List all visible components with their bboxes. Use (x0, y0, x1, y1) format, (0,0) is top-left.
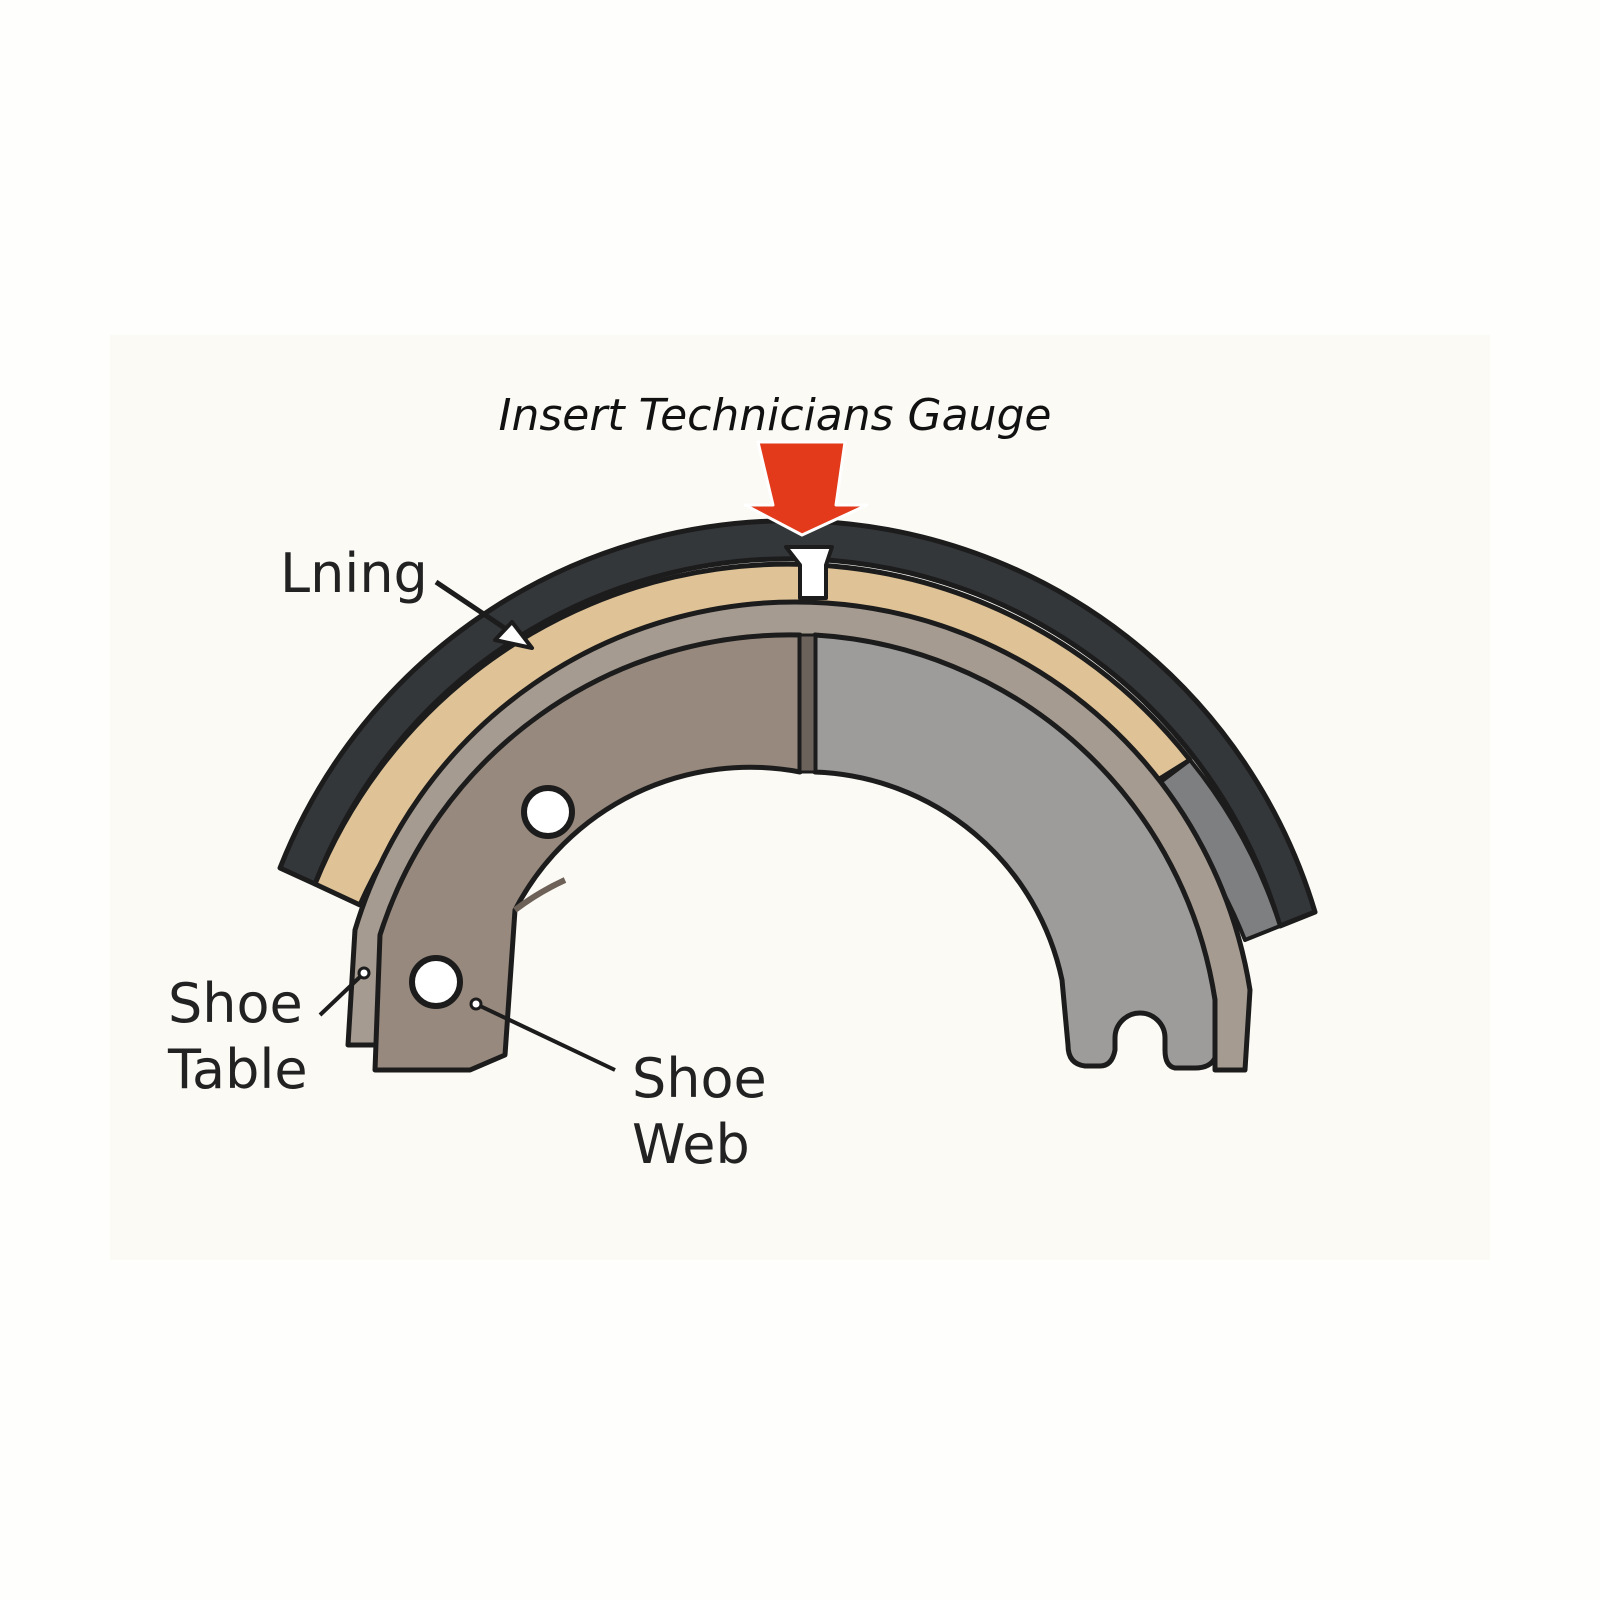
wear-inspection-slot (784, 545, 834, 600)
shoe-web-leader-dot (469, 997, 483, 1011)
gauge-arrow-icon (743, 440, 869, 537)
web-center-seam (798, 633, 817, 774)
upper-mounting-hole (521, 785, 575, 839)
shoe-table-leader-dot (357, 966, 371, 980)
shoe-web-leader-line (477, 1003, 616, 1072)
shoe-table-label-line2: Table (167, 1038, 308, 1101)
diagram-title: Insert Technicians Gauge (498, 390, 1051, 441)
shoe-web-left (372, 632, 803, 1073)
lining-leader-line (434, 579, 514, 636)
shoe-table-label-line1: Shoe (168, 972, 303, 1035)
shoe-table-leader-line (318, 973, 364, 1017)
lining-leader-arrowhead (493, 620, 534, 650)
lower-mounting-hole (409, 955, 463, 1009)
shoe-web-label-line1: Shoe (632, 1047, 767, 1110)
lining-label: Lning (280, 542, 428, 605)
lining-backing (277, 518, 1318, 929)
shoe-web-right (812, 632, 1218, 1071)
web-inner-shadow (513, 877, 567, 913)
shoe-web-label-line2: Web (632, 1113, 750, 1176)
